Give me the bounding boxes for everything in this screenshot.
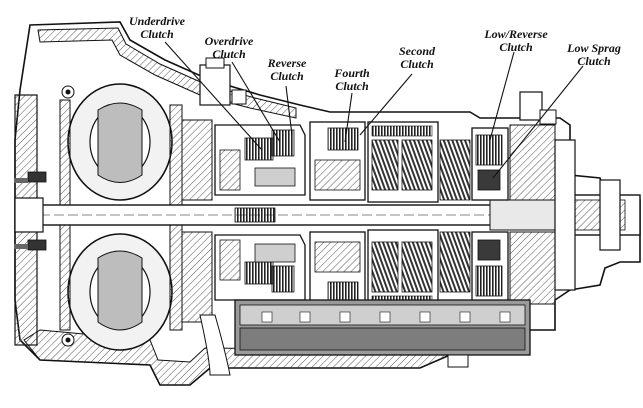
label-second-line1: Second — [399, 44, 435, 58]
label-low-sprag-line2: Clutch — [577, 54, 611, 68]
label-low-sprag-line1: Low Sprag — [567, 41, 621, 55]
label-low-reverse-line1: Low/Reverse — [484, 27, 548, 41]
label-second-line2: Clutch — [400, 57, 434, 71]
label-fourth-clutch: Fourth Clutch — [326, 67, 378, 93]
label-second-clutch: Second Clutch — [388, 45, 446, 71]
fourth-clutch-assembly — [309, 121, 366, 311]
leader-lines — [164, 41, 584, 179]
label-fourth-line2: Clutch — [335, 79, 369, 93]
torque-converter — [59, 83, 183, 351]
label-underdrive-line2: Clutch — [140, 27, 174, 41]
input-clutch-assembly — [214, 124, 306, 301]
planetary-gearset — [367, 121, 471, 311]
label-reverse-clutch: Reverse Clutch — [258, 57, 316, 83]
label-underdrive-line1: Underdrive — [129, 14, 185, 28]
label-fourth-line1: Fourth — [334, 66, 370, 80]
label-underdrive-clutch: Underdrive Clutch — [116, 15, 198, 41]
label-low-reverse-clutch: Low/Reverse Clutch — [478, 28, 554, 54]
label-low-reverse-line2: Clutch — [499, 40, 533, 54]
label-low-sprag-clutch: Low Sprag Clutch — [558, 42, 630, 68]
label-overdrive-line1: Overdrive — [204, 34, 254, 48]
rear-housing — [554, 139, 621, 291]
label-reverse-line1: Reverse — [267, 56, 307, 70]
label-overdrive-clutch: Overdrive Clutch — [194, 35, 264, 61]
valve-body — [199, 299, 531, 376]
label-reverse-line2: Clutch — [270, 69, 304, 83]
label-overdrive-line2: Clutch — [212, 47, 246, 61]
front-pump — [181, 57, 247, 323]
